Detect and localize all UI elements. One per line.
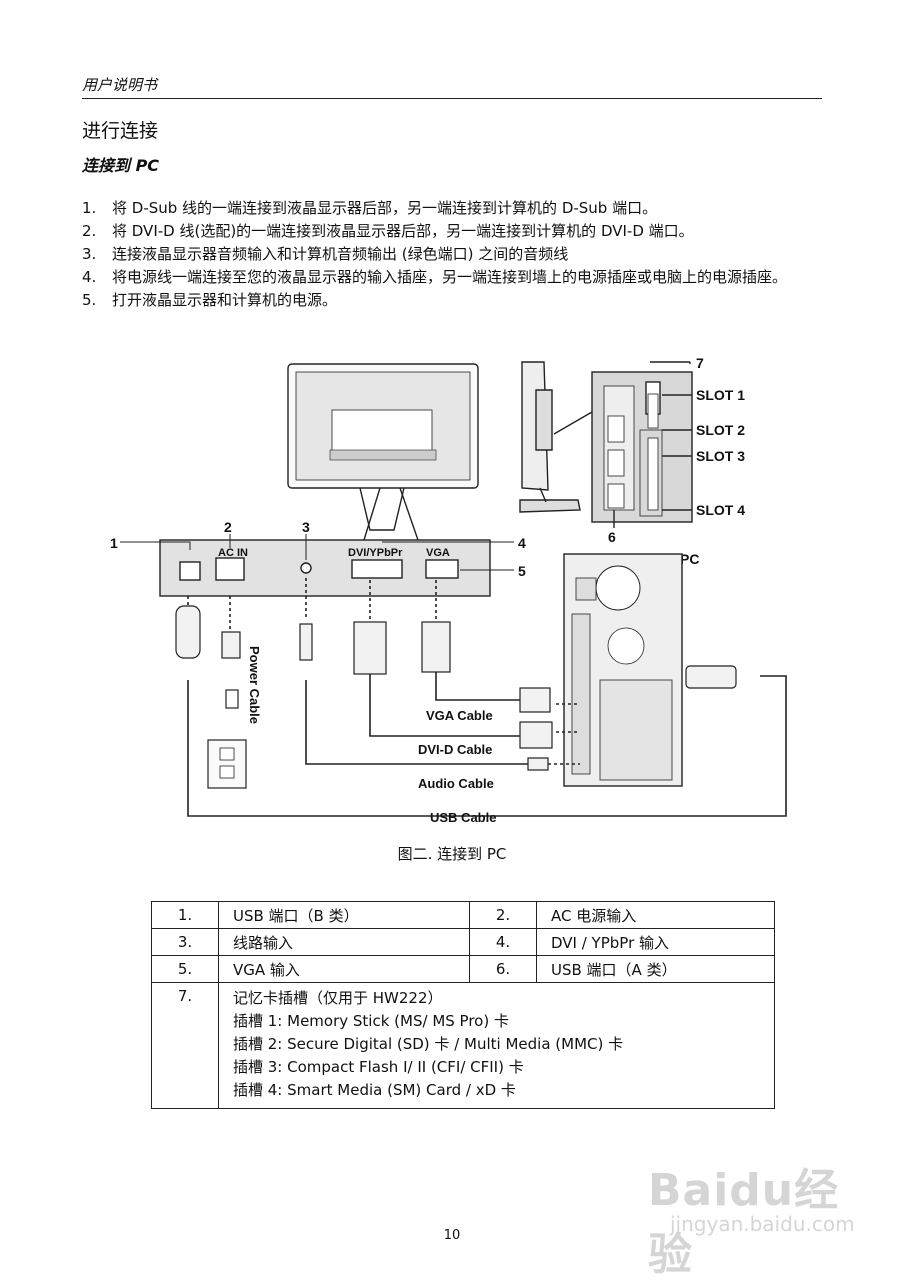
callout-3: 3 bbox=[302, 519, 310, 535]
header-title: 用户说明书 bbox=[82, 76, 158, 94]
step-text: 将电源线一端连接至您的液晶显示器的输入插座，另一端连接到墙上的电源插座或电脑上的… bbox=[112, 268, 788, 286]
dvi-cable-label: DVI-D Cable bbox=[418, 742, 492, 757]
cable-connectors bbox=[175, 605, 737, 789]
power-cable-label: Power Cable bbox=[247, 646, 262, 724]
slot-labels: 7 SLOT 1 SLOT 2 SLOT 3 SLOT 4 6 bbox=[608, 355, 745, 545]
ac-in-label: AC IN bbox=[218, 547, 248, 559]
slot-line: 插槽 2: Secure Digital (SD) 卡 / Multi Medi… bbox=[233, 1035, 624, 1053]
list-item: 5. 打开液晶显示器和计算机的电源。 bbox=[82, 289, 822, 312]
step-number: 1. bbox=[82, 199, 97, 217]
monitor-side-illustration bbox=[519, 361, 581, 513]
legend-value: 线路输入 bbox=[218, 928, 470, 956]
legend-value: USB 端口（A 类） bbox=[536, 955, 775, 983]
slot-4-label: SLOT 4 bbox=[696, 502, 745, 518]
watermark-site: jingyan.baidu.com bbox=[670, 1212, 855, 1236]
legend-table: 1. USB 端口（B 类） 2. AC 电源输入 3. 线路输入 4. DVI… bbox=[151, 901, 775, 1109]
vga-cable-label: VGA Cable bbox=[426, 708, 493, 723]
watermark-brand: Baidu经验 bbox=[648, 1165, 840, 1280]
legend-value: DVI / YPbPr 输入 bbox=[536, 928, 775, 956]
slot-2-label: SLOT 2 bbox=[696, 422, 745, 438]
pc-label: PC bbox=[680, 551, 699, 567]
callout-7: 7 bbox=[696, 355, 704, 371]
callout-2: 2 bbox=[224, 519, 232, 535]
cable-lines bbox=[187, 578, 787, 817]
dvi-port-label: DVI/YPbPr bbox=[348, 547, 403, 559]
table-row: 7. 记忆卡插槽（仅用于 HW222） 插槽 1: Memory Stick (… bbox=[151, 982, 775, 1109]
legend-number: 4. bbox=[469, 928, 537, 956]
legend-slot-description: 记忆卡插槽（仅用于 HW222） 插槽 1: Memory Stick (MS/… bbox=[218, 982, 775, 1109]
legend-number: 3. bbox=[151, 928, 219, 956]
step-text: 将 D-Sub 线的一端连接到液晶显示器后部，另一端连接到计算机的 D-Sub … bbox=[112, 199, 658, 217]
callout-1: 1 bbox=[110, 535, 118, 551]
slot-line: 插槽 1: Memory Stick (MS/ MS Pro) 卡 bbox=[233, 1012, 509, 1030]
step-text: 将 DVI-D 线(选配)的一端连接到液晶显示器后部，另一端连接到计算机的 DV… bbox=[112, 222, 694, 240]
section-title: 进行连接 bbox=[82, 120, 159, 142]
legend-value: AC 电源输入 bbox=[536, 901, 775, 929]
callout-4: 4 bbox=[518, 535, 526, 551]
step-number: 3. bbox=[82, 245, 97, 263]
monitor-back-illustration bbox=[287, 363, 479, 531]
pc-tower-illustration bbox=[563, 553, 683, 787]
legend-number: 6. bbox=[469, 955, 537, 983]
callout-5: 5 bbox=[518, 563, 526, 579]
port-panel bbox=[159, 487, 491, 597]
page-number: 10 bbox=[443, 1228, 461, 1243]
legend-number: 7. bbox=[151, 982, 219, 1109]
step-text: 打开液晶显示器和计算机的电源。 bbox=[112, 291, 338, 309]
table-row: 1. USB 端口（B 类） 2. AC 电源输入 bbox=[151, 901, 775, 929]
step-number: 5. bbox=[82, 291, 97, 309]
slot-3-label: SLOT 3 bbox=[696, 448, 745, 464]
step-number: 4. bbox=[82, 268, 97, 286]
list-item: 2. 将 DVI-D 线(选配)的一端连接到液晶显示器后部，另一端连接到计算机的 … bbox=[82, 220, 822, 243]
slot-line: 插槽 4: Smart Media (SM) Card / xD 卡 bbox=[233, 1081, 516, 1099]
step-text: 连接液晶显示器音频输入和计算机音频输出 (绿色端口) 之间的音频线 bbox=[112, 245, 569, 263]
audio-cable-label: Audio Cable bbox=[418, 776, 494, 791]
legend-number: 2. bbox=[469, 901, 537, 929]
audio-cable-line bbox=[305, 680, 530, 765]
dvi-cable-line bbox=[369, 674, 520, 737]
vga-cable-line bbox=[435, 672, 520, 701]
list-item: 4. 将电源线一端连接至您的液晶显示器的输入插座，另一端连接到墙上的电源插座或电脑… bbox=[82, 266, 822, 289]
step-number: 2. bbox=[82, 222, 97, 240]
slot-line: 记忆卡插槽（仅用于 HW222） bbox=[233, 989, 443, 1007]
usb-cable-line bbox=[187, 675, 787, 817]
legend-value: VGA 输入 bbox=[218, 955, 470, 983]
list-item: 1. 将 D-Sub 线的一端连接到液晶显示器后部，另一端连接到计算机的 D-Su… bbox=[82, 197, 822, 220]
legend-number: 1. bbox=[151, 901, 219, 929]
slot-1-label: SLOT 1 bbox=[696, 387, 745, 403]
baidu-watermark: Baidu经验 jingyan.baidu.com bbox=[640, 1148, 880, 1280]
legend-value: USB 端口（B 类） bbox=[218, 901, 470, 929]
page-header: 用户说明书 bbox=[82, 74, 822, 99]
card-slot-panel bbox=[553, 361, 693, 528]
steps-list: 1. 将 D-Sub 线的一端连接到液晶显示器后部，另一端连接到计算机的 D-Su… bbox=[82, 197, 822, 312]
figure-caption: 图二. 连接到 PC bbox=[397, 845, 507, 863]
table-row: 3. 线路输入 4. DVI / YPbPr 输入 bbox=[151, 928, 775, 956]
legend-number: 5. bbox=[151, 955, 219, 983]
list-item: 3. 连接液晶显示器音频输入和计算机音频输出 (绿色端口) 之间的音频线 bbox=[82, 243, 822, 266]
section-subtitle: 连接到 PC bbox=[82, 156, 160, 175]
connection-diagram: 7 SLOT 1 SLOT 2 SLOT 3 SLOT 4 6 AC IN DV… bbox=[110, 355, 787, 825]
cable-labels: VGA Cable DVI-D Cable Audio Cable USB Ca… bbox=[247, 646, 496, 825]
vga-port-label: VGA bbox=[426, 547, 450, 559]
usb-cable-label: USB Cable bbox=[430, 810, 496, 825]
callout-6: 6 bbox=[608, 529, 616, 545]
table-row: 5. VGA 输入 6. USB 端口（A 类） bbox=[151, 955, 775, 983]
slot-line: 插槽 3: Compact Flash I/ II (CFI/ CFII) 卡 bbox=[233, 1058, 524, 1076]
